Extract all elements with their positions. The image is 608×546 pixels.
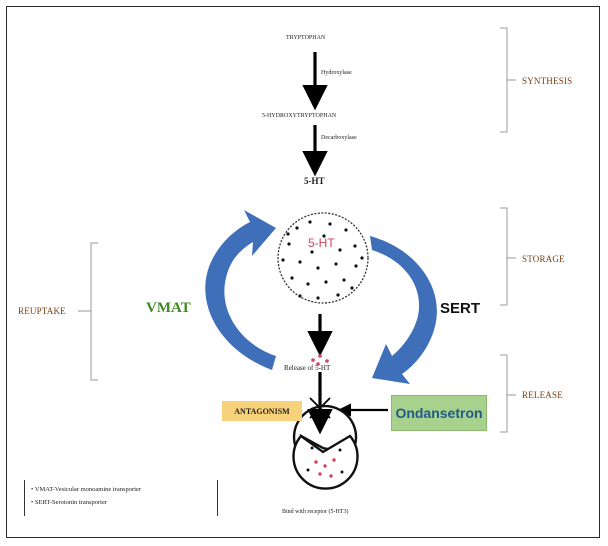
legend-item-vmat: • VMAT-Vesicular monoamine transporter xyxy=(31,486,142,493)
stage-storage: STORAGE xyxy=(522,254,565,264)
block-cross-2 xyxy=(309,397,331,419)
label-tryptophan: TRYPTOPHAN xyxy=(286,35,326,41)
release-dots xyxy=(311,354,329,366)
bracket-reuptake xyxy=(78,242,98,381)
vmat-arrow xyxy=(205,210,276,370)
label-decarboxylase: Decarboxylase xyxy=(321,135,357,141)
sert-arrow xyxy=(370,236,437,384)
release-label: Release of 5-HT xyxy=(284,364,331,372)
bracket-storage xyxy=(500,207,516,306)
legend-item-sert: • SERT-Serotonin transporter xyxy=(31,499,108,506)
vmat-label: VMAT xyxy=(146,300,191,316)
receptor-black-dots xyxy=(306,446,344,474)
receptor-dots xyxy=(314,458,336,478)
antagonism-badge: ANTAGONISM xyxy=(222,401,302,421)
receptor-label: Bind with receptor (5-HT3) xyxy=(282,509,349,515)
vesicle-5ht-label: 5-HT xyxy=(308,236,335,250)
stage-reuptake: REUPTAKE xyxy=(18,306,66,316)
label-hydroxylase: Hydroxylase xyxy=(321,70,352,76)
label-5-hydroxytryptophan: 5-HYDROXYTRYPTOPHAN xyxy=(262,113,337,119)
stage-release: RELEASE xyxy=(522,390,563,400)
bracket-release xyxy=(500,354,516,433)
legend: • VMAT-Vesicular monoamine transporter •… xyxy=(24,480,218,516)
ondansetron-box: Ondansetron xyxy=(391,395,487,431)
storage-vesicle xyxy=(277,212,369,304)
sert-label: SERT xyxy=(440,300,481,317)
stage-synthesis: SYNTHESIS xyxy=(522,76,573,86)
label-5ht-product: 5-HT xyxy=(304,176,325,186)
bracket-synthesis xyxy=(500,27,516,133)
receptor-outline xyxy=(292,434,359,490)
vesicle-dots xyxy=(281,220,364,300)
